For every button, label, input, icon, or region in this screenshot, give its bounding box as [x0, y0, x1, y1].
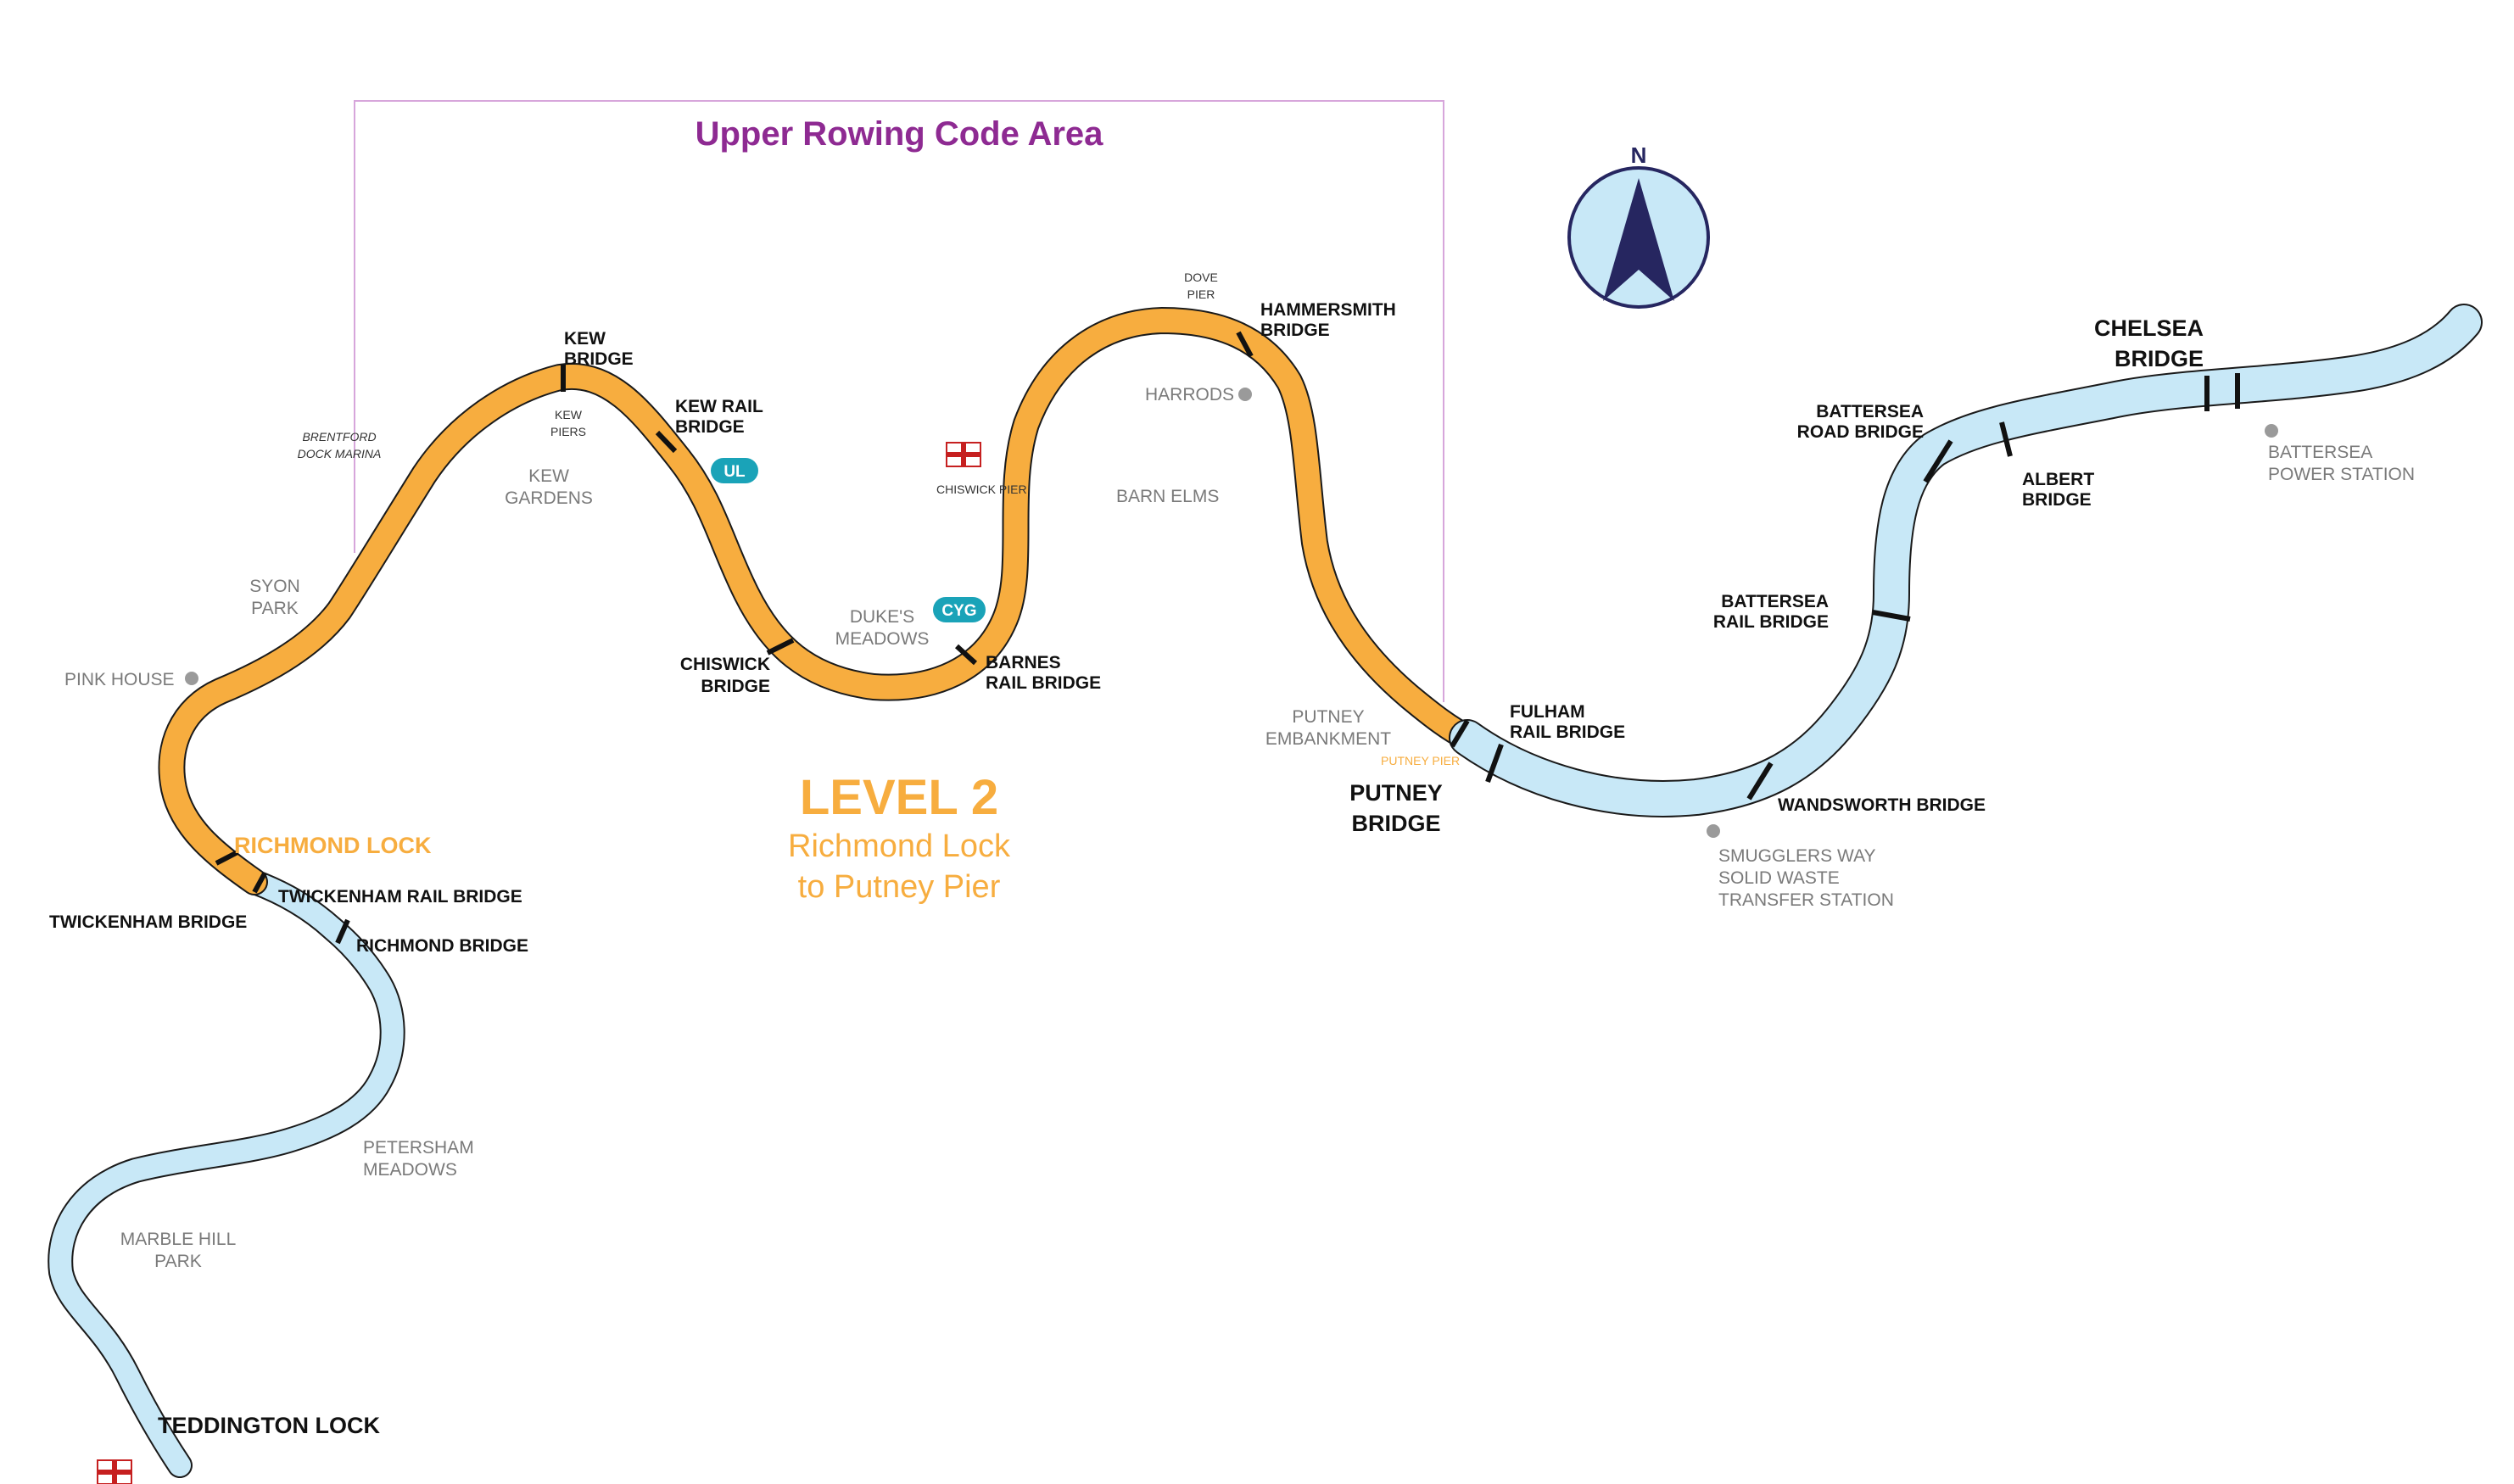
badge-ul: UL	[711, 458, 758, 483]
twickenham-bridge-mark	[252, 872, 267, 894]
richmond-lock-mark	[215, 850, 239, 866]
kew-rail-bridge-mark	[655, 430, 678, 454]
compass: N	[1567, 142, 1710, 309]
richmond-lock-label: RICHMOND LOCK	[234, 833, 432, 858]
pink-house-label: PINK HOUSE	[64, 670, 175, 689]
compass-north-label: N	[1631, 142, 1647, 168]
river-level2	[159, 309, 1479, 894]
richmond-bridge-label: RICHMOND BRIDGE	[356, 936, 528, 956]
battersea-road-bridge-mark	[1923, 439, 1953, 483]
hammersmith-bridge-mark	[1236, 331, 1254, 358]
putney-pier-label: PUTNEY PIER	[1381, 754, 1460, 767]
level-subtitle-1: Richmond Lock	[788, 828, 1011, 864]
pink-house-dot	[185, 672, 198, 685]
badge-cyg: CYG	[933, 597, 986, 622]
chiswick-bridge-mark	[766, 638, 795, 656]
battersea-power-dot	[2265, 424, 2278, 438]
wandsworth-bridge-mark	[1746, 762, 1774, 801]
badge-cyg-bg	[933, 597, 986, 622]
harrods-dot	[1238, 388, 1252, 401]
badge-ul-text: UL	[723, 463, 746, 481]
compass-needle	[1603, 178, 1674, 301]
barnes-bridge-mark	[954, 644, 978, 666]
barn-elms-label: BARN ELMS	[1116, 487, 1219, 506]
badge-cyg-text: CYG	[941, 602, 976, 620]
twickenham-bridge-label: TWICKENHAM BRIDGE	[49, 912, 247, 932]
battersea-rail-bridge-mark	[1872, 610, 1911, 622]
wandsworth-bridge-label: WANDSWORTH BRIDGE	[1778, 795, 1986, 815]
river-putney-chelsea	[1450, 305, 2481, 816]
teddington-lock-label: TEDDINGTON LOCK	[158, 1413, 380, 1438]
harrods-label: HARRODS	[1145, 385, 1234, 404]
bridge-marks	[215, 331, 2240, 945]
river-teddington-richmond-fill	[49, 871, 404, 1476]
twickenham-rail-bridge-label: TWICKENHAM RAIL BRIDGE	[278, 887, 522, 907]
badge-ul-bg	[711, 458, 758, 483]
smugglers-way-dot	[1707, 824, 1720, 838]
lifeboat-flag-icon-teddington	[97, 1459, 132, 1484]
chiswick-pier-label: CHISWICK PIER	[936, 483, 1027, 496]
lifeboat-flag-icon	[946, 442, 981, 467]
area-title: Upper Rowing Code Area	[696, 115, 1104, 153]
richmond-bridge-mark	[335, 918, 350, 945]
putney-bridge-mark	[1450, 719, 1470, 748]
level-subtitle-2: to Putney Pier	[798, 869, 1001, 905]
upper-rowing-area-box	[354, 100, 1444, 702]
fulham-bridge-mark	[1485, 743, 1504, 784]
albert-bridge-mark	[1999, 421, 2013, 457]
level-title: LEVEL 2	[800, 770, 998, 825]
